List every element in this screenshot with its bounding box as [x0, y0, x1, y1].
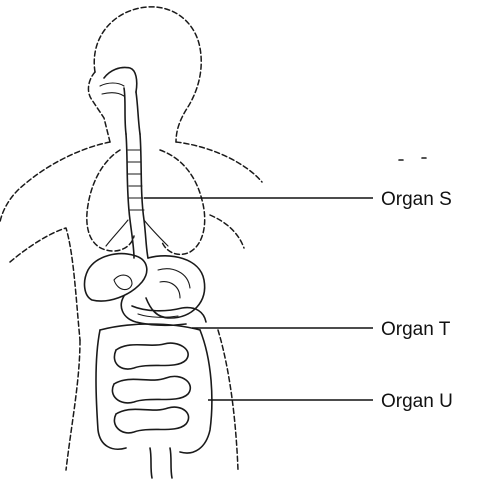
left-torso-side	[66, 340, 80, 470]
face-profile	[88, 72, 110, 142]
right-lung-outline	[160, 150, 205, 254]
rectum	[150, 448, 172, 478]
right-arm-inner-outline	[210, 215, 244, 248]
large-intestine-outline	[96, 330, 212, 453]
esophagus-tube-right	[140, 134, 148, 258]
stray-marks	[399, 158, 426, 160]
left-shoulder-outline	[0, 142, 110, 222]
intestines	[96, 324, 212, 478]
gall-bladder	[114, 275, 132, 290]
small-intestine-coil-3	[114, 407, 188, 433]
stomach-fold	[158, 269, 190, 298]
bronchi	[106, 220, 168, 246]
pharynx	[124, 88, 140, 134]
label-organ-u: Organ U	[381, 391, 453, 412]
esophagus-tube-left	[126, 134, 134, 258]
nasal-cavity	[100, 83, 124, 96]
small-intestine-coil-1	[114, 343, 188, 369]
oral-cavity	[104, 67, 137, 92]
right-shoulder-outline	[176, 142, 262, 182]
head-outline	[94, 7, 201, 142]
label-organ-s: Organ S	[381, 189, 452, 210]
pancreas-body	[132, 306, 206, 322]
esophagus	[100, 67, 168, 258]
left-arm-inner-outline	[10, 228, 80, 340]
label-organ-t: Organ T	[381, 319, 451, 340]
small-intestine-coil-2	[112, 376, 190, 403]
